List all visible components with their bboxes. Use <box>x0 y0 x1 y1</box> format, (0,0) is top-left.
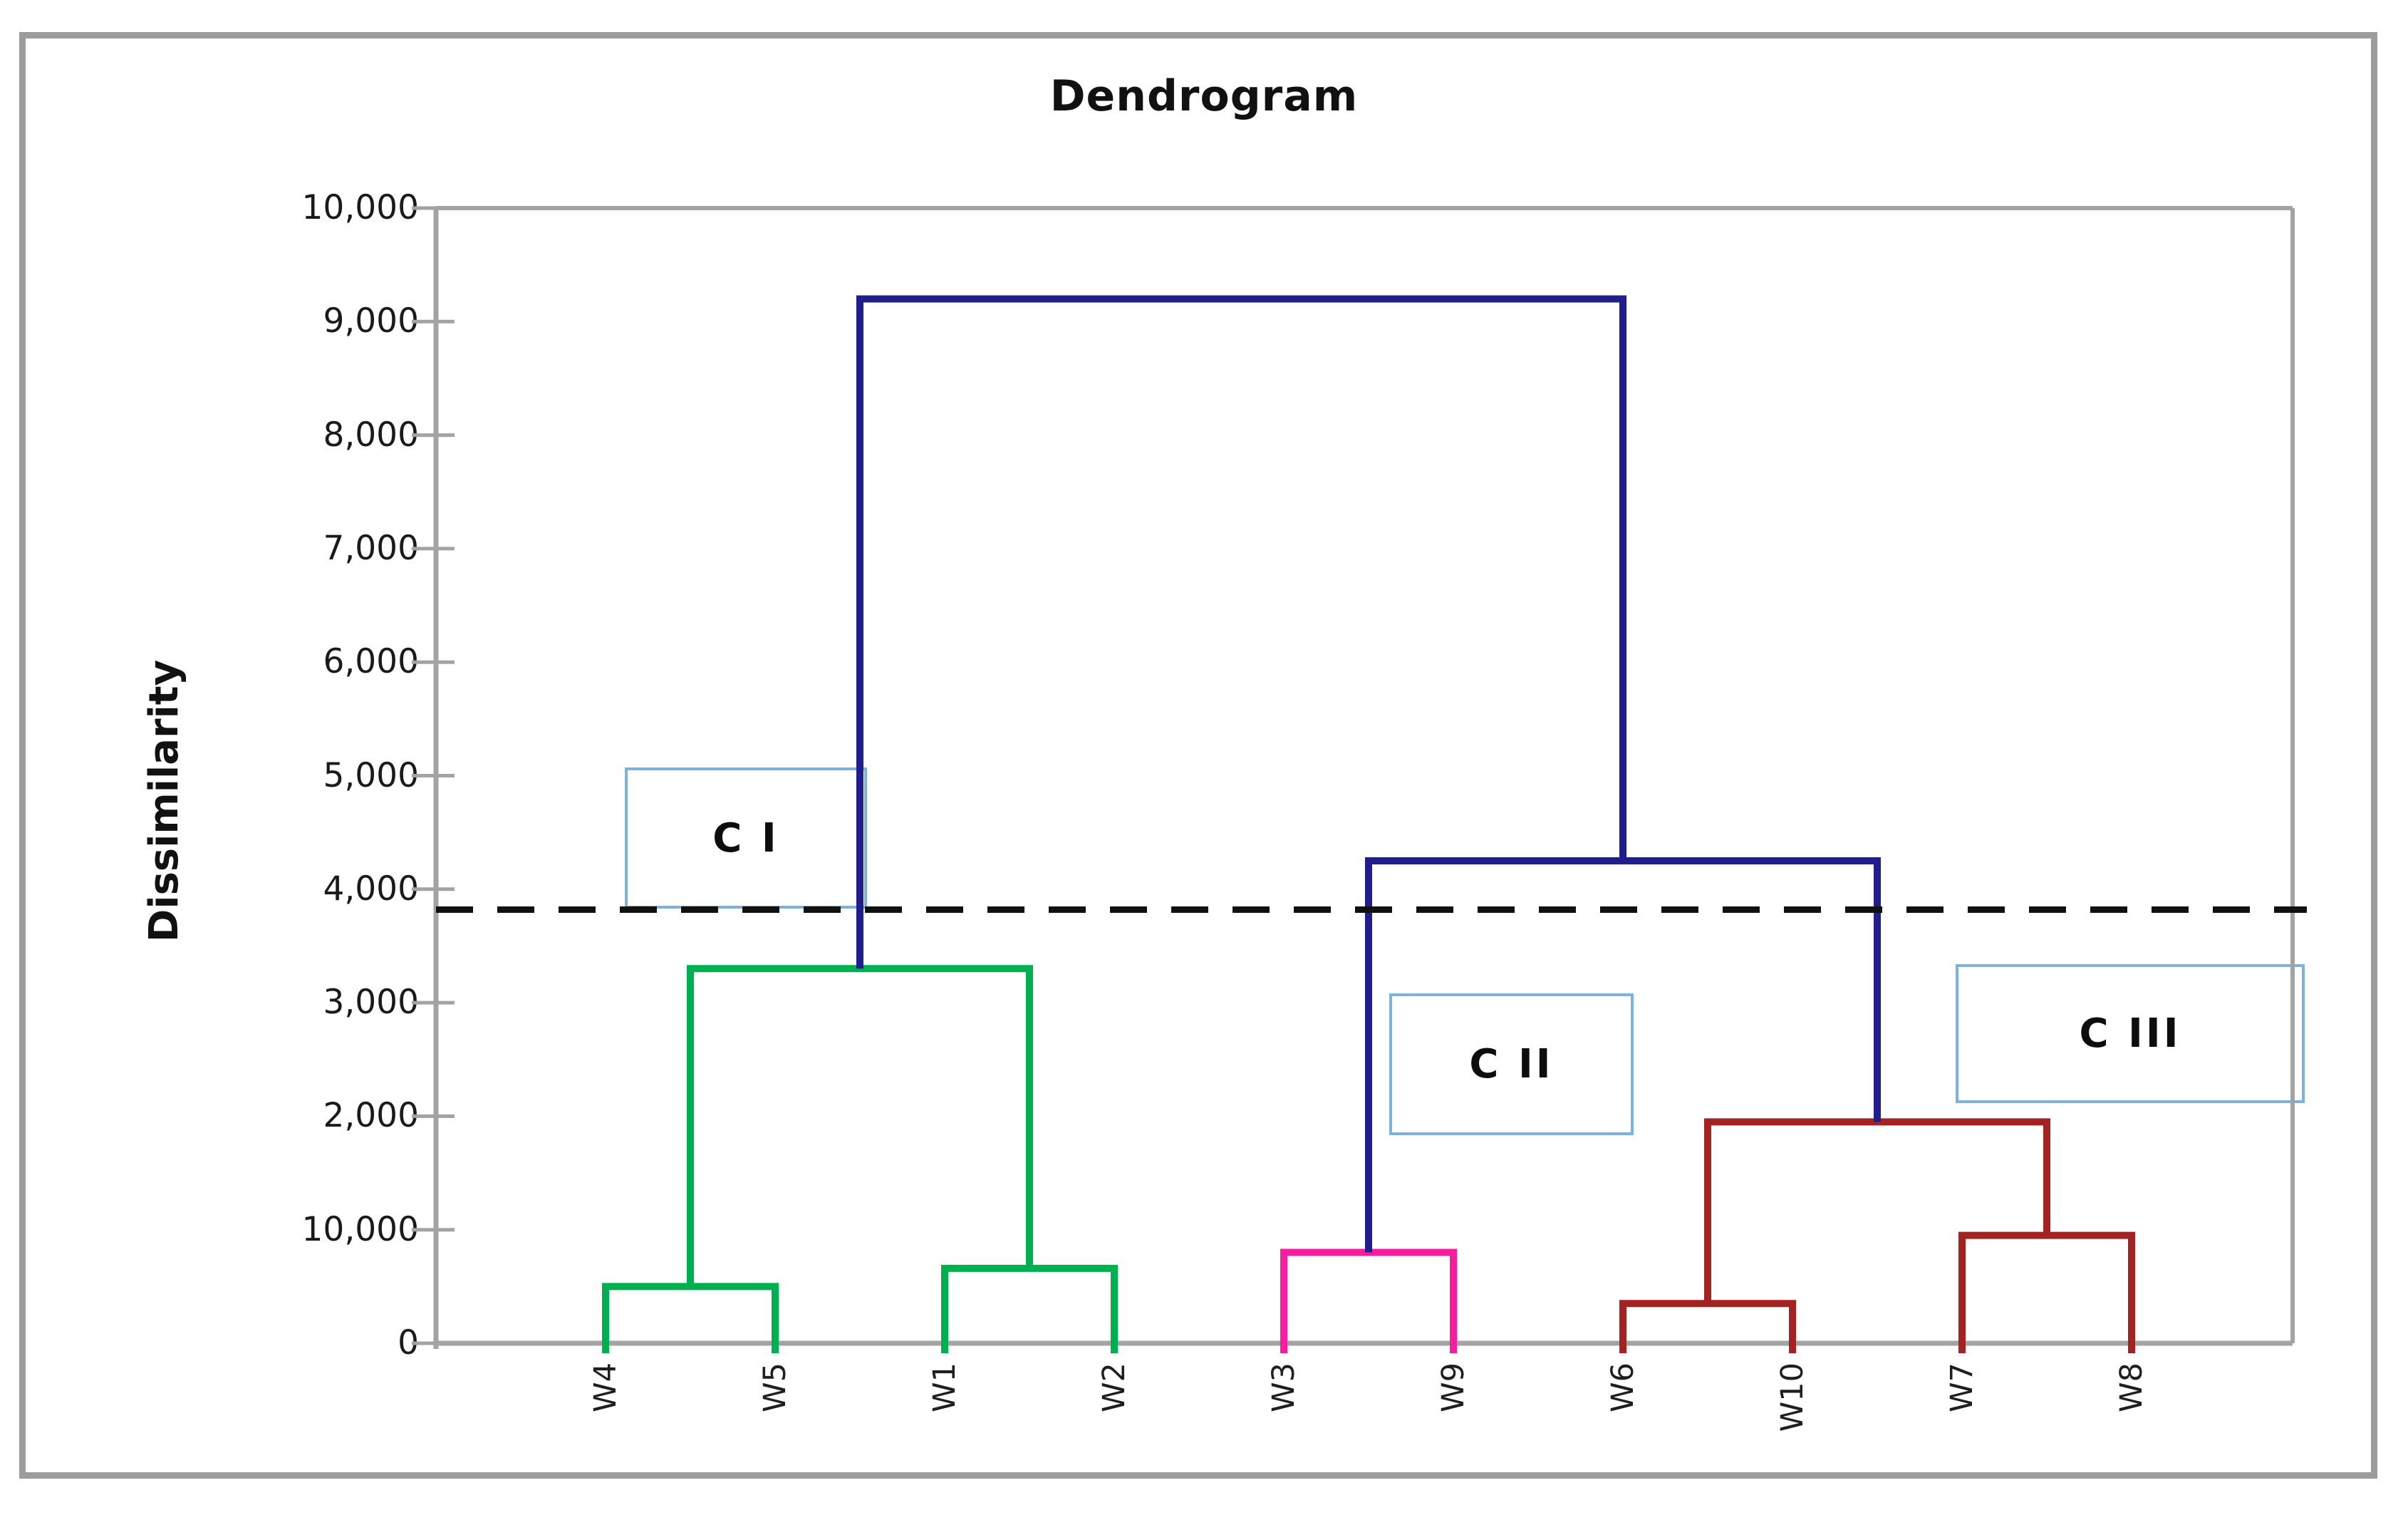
y-tick-label: 10,000 <box>301 1209 419 1249</box>
y-tick-label: 5,000 <box>323 755 419 795</box>
dendrogram-link <box>1365 857 1881 1253</box>
dendrogram-link <box>687 965 1033 1287</box>
dendrogram-link <box>1619 1300 1796 1353</box>
dendrogram-link <box>1704 1118 2050 1304</box>
cluster-label-box: C III <box>1956 964 2305 1103</box>
y-tick-label: 2,000 <box>323 1096 419 1136</box>
y-tick-label: 7,000 <box>323 528 419 568</box>
dendrogram-link <box>1958 1231 2135 1353</box>
cluster-label-box: C I <box>625 767 867 909</box>
y-tick-label: 8,000 <box>323 415 419 455</box>
dendrogram-link <box>856 295 1626 969</box>
cluster-label-box: C II <box>1389 993 1634 1135</box>
cluster-label: C III <box>2079 1010 2181 1057</box>
dendrogram-link <box>1280 1248 1457 1353</box>
cluster-label: C I <box>712 815 779 862</box>
cluster-label: C II <box>1469 1041 1554 1087</box>
y-tick-label: 9,000 <box>323 301 419 341</box>
dendrogram-link <box>941 1264 1118 1353</box>
chart-title: Dendrogram <box>1049 71 1359 121</box>
y-tick-label: 4,000 <box>323 869 419 909</box>
y-tick-label: 3,000 <box>323 983 419 1023</box>
y-tick-label: 10,000 <box>301 188 419 227</box>
y-tick-label: 6,000 <box>323 642 419 682</box>
